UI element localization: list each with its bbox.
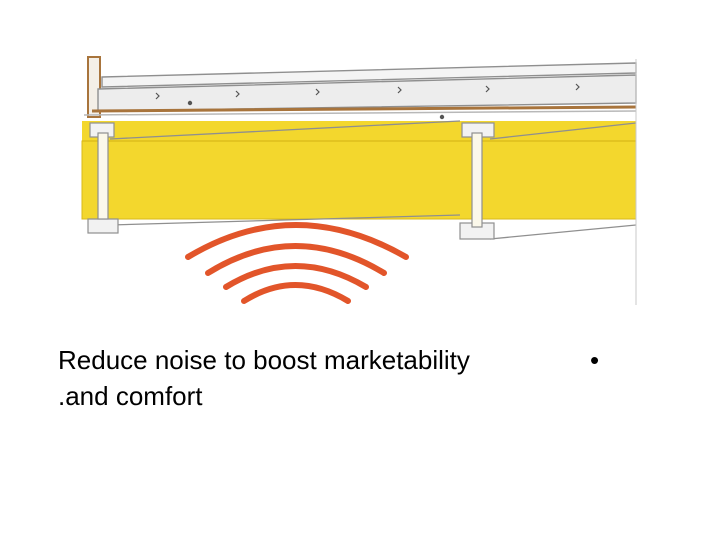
text-line-2: .and comfort: [58, 381, 203, 411]
fastener-marks: [155, 83, 580, 120]
joist-hanger-right: [459, 122, 495, 240]
slide-body-text: Reduce noise to boost marketability • .a…: [58, 342, 618, 414]
subfloor-layers: [83, 62, 637, 116]
text-line-1: Reduce noise to boost marketability •: [58, 342, 618, 378]
floor-assembly-illustration: [81, 56, 637, 305]
bullet-marker: •: [590, 345, 600, 375]
yellow-joist: [81, 121, 637, 220]
bridging-lines: [109, 120, 637, 240]
joist-hanger-left: [87, 122, 119, 234]
text-line-1-content: Reduce noise to boost marketability: [58, 345, 470, 375]
sound-wave-arcs: [185, 222, 409, 304]
wall-stud: [87, 56, 101, 118]
